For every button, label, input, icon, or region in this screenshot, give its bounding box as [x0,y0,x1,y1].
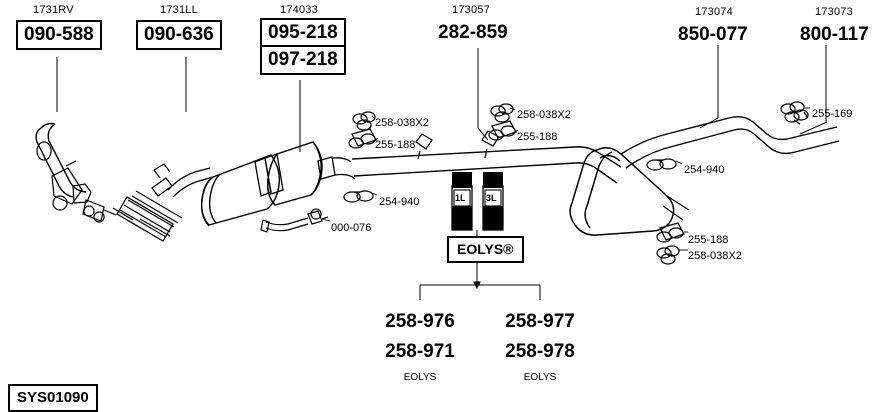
part-number-800-117[interactable]: 800-117 [800,24,869,45]
part-number-090-588[interactable]: 090-588 [16,20,102,50]
callout-255-169[interactable]: 255-169 [812,108,853,120]
ref-1731ll: 1731LL [160,4,198,16]
callout-000-076[interactable]: 000-076 [331,222,372,234]
part-number-095-218[interactable]: 095-218 [260,18,346,48]
callout-255-188-bottom[interactable]: 255-188 [688,234,729,246]
part-number-258-976[interactable]: 258-976 [385,311,455,332]
part-number-258-978[interactable]: 258-978 [505,341,575,362]
callout-258-038x2-bottom[interactable]: 258-038X2 [688,250,742,262]
sub-label-eolys-right: EOLYS [523,372,557,383]
callout-255-188-mid[interactable]: 255-188 [517,131,558,143]
part-number-258-977[interactable]: 258-977 [505,311,575,332]
part-number-090-636[interactable]: 090-636 [136,20,222,50]
part-number-097-218[interactable]: 097-218 [260,45,346,75]
callout-258-038x2-left[interactable]: 258-038X2 [375,117,429,129]
ref-174033: 174033 [280,4,318,16]
callout-254-940-left[interactable]: 254-940 [379,196,420,208]
system-code-badge: SYS01090 [8,384,98,412]
bottle-right-volume-label: 3L [486,193,497,203]
bottle-left-volume-label: 1L [455,193,466,203]
ref-1731rv: 1731RV [33,4,74,16]
eolys-label-box: EOLYS® [447,236,524,263]
part-number-258-971[interactable]: 258-971 [385,341,455,362]
callout-258-038x2-mid[interactable]: 258-038X2 [517,109,571,121]
part-number-850-077[interactable]: 850-077 [678,24,748,45]
ref-173074: 173074 [695,6,733,18]
part-number-282-859[interactable]: 282-859 [438,22,508,43]
callout-254-940-right[interactable]: 254-940 [684,164,725,176]
ref-173057: 173057 [452,4,490,16]
ref-173073: 173073 [815,6,853,18]
sub-label-eolys-left: EOLYS [403,372,437,383]
callout-255-188-left[interactable]: 255-188 [375,139,416,151]
